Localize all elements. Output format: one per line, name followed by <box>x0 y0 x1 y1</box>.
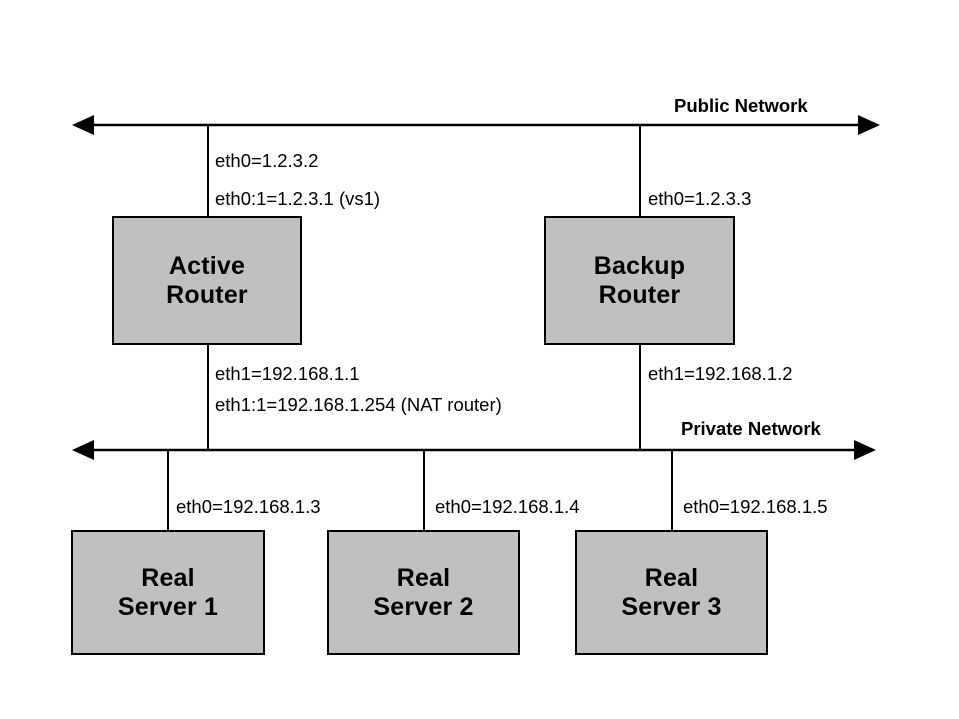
iface-real-server-1: eth0=192.168.1.3 <box>176 496 321 517</box>
node-backup-router-line2: Router <box>598 280 681 309</box>
node-backup-router-line1: Backup <box>593 251 686 280</box>
node-real-server-1-line2: Server 1 <box>117 592 219 621</box>
iface-active-private-primary: eth1=192.168.1.1 <box>215 363 360 384</box>
private-network-bus <box>72 440 876 460</box>
node-real-server-3[interactable]: Real Server 3 <box>575 530 768 655</box>
node-active-router-line1: Active <box>168 251 246 280</box>
node-real-server-1-line1: Real <box>141 563 195 592</box>
node-real-server-3-line2: Server 3 <box>621 592 722 621</box>
node-active-router-line2: Router <box>166 280 248 309</box>
node-real-server-1[interactable]: Real Server 1 <box>71 530 265 655</box>
iface-backup-public: eth0=1.2.3.3 <box>648 188 752 209</box>
node-real-server-2-line2: Server 2 <box>373 592 474 621</box>
public-network-label: Public Network <box>674 95 808 116</box>
iface-backup-private: eth1=192.168.1.2 <box>648 363 793 384</box>
node-real-server-2[interactable]: Real Server 2 <box>327 530 520 655</box>
iface-active-public-primary: eth0=1.2.3.2 <box>215 150 319 171</box>
public-network-bus <box>72 115 880 135</box>
iface-real-server-2: eth0=192.168.1.4 <box>435 496 580 517</box>
iface-active-private-alias: eth1:1=192.168.1.254 (NAT router) <box>215 394 502 415</box>
private-network-label: Private Network <box>681 418 821 439</box>
node-backup-router[interactable]: Backup Router <box>544 216 735 345</box>
node-real-server-2-line1: Real <box>396 563 451 592</box>
iface-real-server-3: eth0=192.168.1.5 <box>683 496 828 517</box>
node-real-server-3-line1: Real <box>644 563 699 592</box>
iface-active-public-alias: eth0:1=1.2.3.1 (vs1) <box>215 188 381 209</box>
node-active-router[interactable]: Active Router <box>112 216 302 345</box>
